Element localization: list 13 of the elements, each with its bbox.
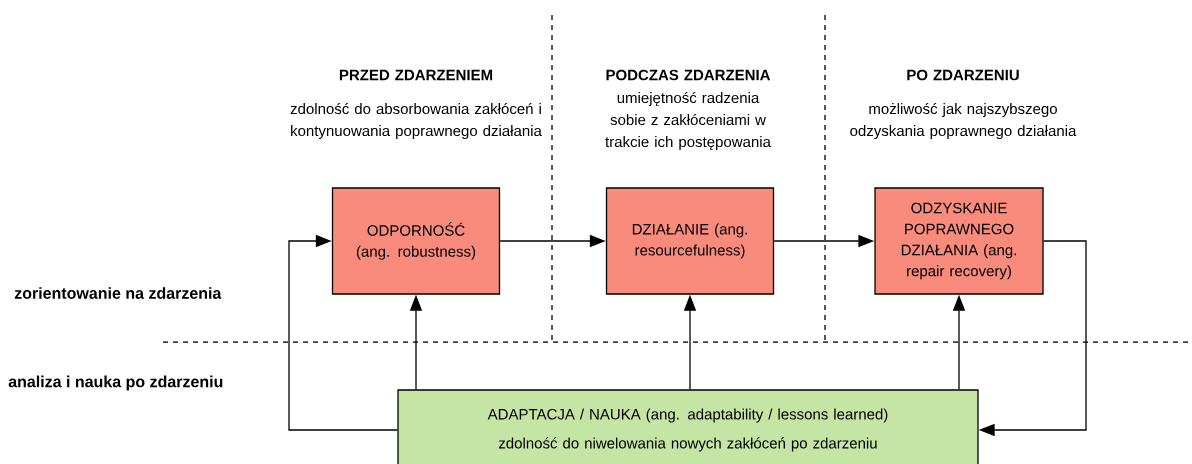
column-description: zdolność do absorbowania zakłóceń i kontynuowania poprawnego działania bbox=[290, 102, 542, 140]
column-description: możliwość jak najszybszego odzyskania poprawnego działania bbox=[850, 102, 1077, 140]
column-heading: PRZED ZDARZENIEM bbox=[339, 69, 493, 81]
column-description: umiejętność radzenia sobie z zakłóceniami w trakcie ich postępowania bbox=[605, 91, 771, 151]
column-heading: PO ZDARZENIU bbox=[907, 69, 1019, 81]
process-box: ODPORNOŚĆ (ang. robustness) bbox=[331, 187, 501, 295]
arrow bbox=[288, 234, 398, 431]
learning-box: ADAPTACJA / NAUKA (ang. adaptability / lessons learned) zdolność do niwelowania nowych zakłóceń po zdarzeniu bbox=[397, 389, 979, 464]
process-box: ODZYSKANIE POPRAWNEGO DZIAŁANIA (ang. repair recovery) bbox=[874, 187, 1044, 295]
process-box: DZIAŁANIE (ang. resourcefulness) bbox=[605, 187, 775, 295]
column-heading: PODCZAS ZDARZENIA bbox=[606, 69, 771, 81]
row-label: analiza i nauka po zdarzeniu bbox=[8, 375, 223, 391]
row-label: zorientowanie na zdarzenia bbox=[14, 287, 222, 299]
